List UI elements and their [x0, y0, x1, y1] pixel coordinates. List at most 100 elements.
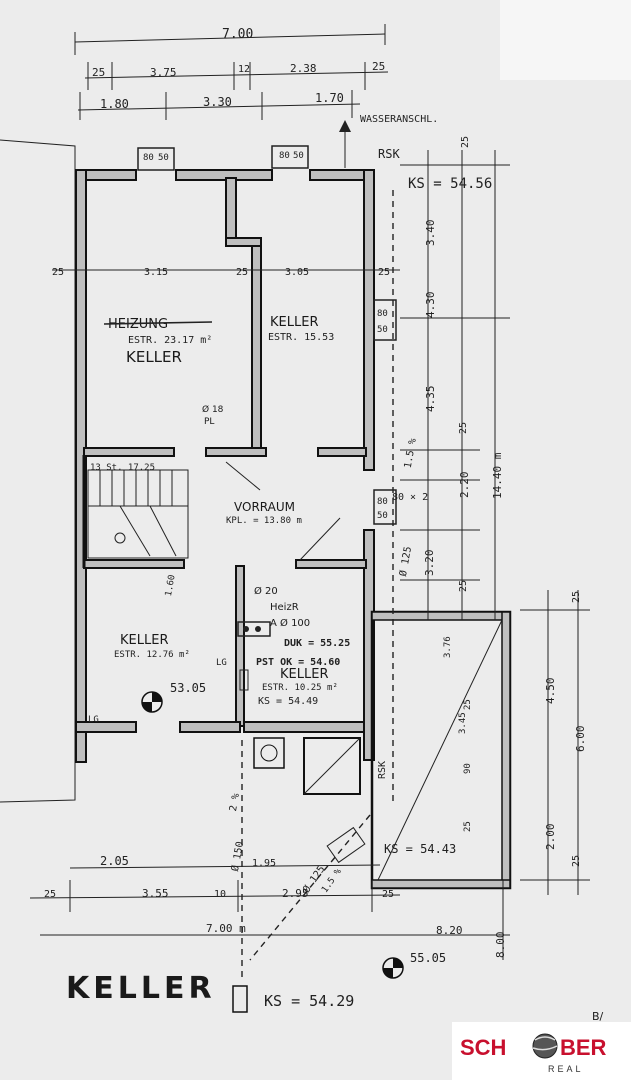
svg-text:PL: PL [204, 417, 214, 427]
svg-text:REAL: REAL [548, 1064, 584, 1074]
ks-top-label: KS = 54.56 [408, 176, 492, 192]
schober-real-logo: SCH BER REAL [452, 1022, 631, 1080]
dim-row3-2: 1.70 [315, 91, 344, 105]
svg-text:2.00: 2.00 [544, 824, 557, 851]
svg-text:2 %: 2 % [228, 793, 242, 813]
svg-text:DUK = 55.25: DUK = 55.25 [284, 638, 350, 649]
svg-text:1.60: 1.60 [164, 574, 178, 597]
svg-text:3.40: 3.40 [424, 220, 437, 247]
svg-text:80: 80 [279, 151, 290, 161]
dim-row2-0: 25 [92, 66, 105, 79]
paper-corner [500, 0, 631, 80]
svg-text:2.20: 2.20 [458, 472, 471, 499]
heizung-label: HEIZUNG [108, 317, 168, 332]
svg-text:1.95: 1.95 [252, 858, 276, 869]
svg-text:Ø 150: Ø 150 [229, 841, 246, 873]
dim-row2-2: 12 [238, 64, 250, 75]
svg-text:55.05: 55.05 [410, 951, 446, 965]
svg-text:80: 80 [377, 497, 388, 507]
svg-text:80 × 2: 80 × 2 [392, 492, 428, 503]
svg-text:50: 50 [293, 151, 304, 161]
svg-text:53.05: 53.05 [170, 681, 206, 695]
dim-row3-1: 3.30 [203, 95, 232, 109]
dim-row2-3: 2.38 [290, 62, 317, 75]
dim-row3-0: 1.80 [100, 97, 129, 111]
svg-text:6.00: 6.00 [574, 726, 587, 753]
ks-mid-label: KS = 54.43 [384, 842, 456, 856]
svg-text:25: 25 [571, 855, 582, 867]
svg-text:25: 25 [378, 267, 390, 278]
svg-text:LG: LG [88, 715, 99, 725]
technical-annotations: Ø 18 PL 1.5 % 80 × 2 Ø 125 Ø 20 HeizR A … [88, 404, 428, 725]
keller-se-ks: KS = 54.49 [258, 696, 318, 707]
svg-text:80: 80 [143, 153, 154, 163]
svg-text:25: 25 [463, 699, 473, 710]
svg-text:25: 25 [52, 267, 64, 278]
keller-ne-label: KELLER [270, 315, 318, 330]
keller-ne-estr: ESTR. 15.53 [268, 332, 334, 343]
svg-text:25: 25 [460, 136, 471, 148]
dim-row2-4: 25 [372, 60, 385, 73]
svg-text:50: 50 [158, 153, 169, 163]
svg-text:10: 10 [214, 889, 226, 900]
svg-text:4.50: 4.50 [544, 678, 557, 705]
svg-text:Ø 18: Ø 18 [202, 404, 224, 415]
svg-text:80: 80 [377, 309, 388, 319]
room-heizung: HEIZUNG ESTR. 23.17 m² KELLER [103, 317, 212, 366]
svg-text:2.95: 2.95 [282, 887, 309, 900]
svg-text:14.40 m: 14.40 m [491, 452, 504, 499]
svg-text:8.00: 8.00 [494, 932, 507, 959]
level-marker-bottom: 55.05 [382, 951, 446, 979]
right-windows: 80 50 80 50 [373, 299, 397, 525]
svg-text:25: 25 [571, 591, 582, 603]
svg-text:8.20: 8.20 [436, 924, 463, 937]
svg-text:HeizR: HeizR [270, 602, 299, 613]
svg-text:BER: BER [560, 1035, 607, 1060]
room-vorraum: VORRAUM KPL. = 13.80 m [225, 461, 341, 561]
room-keller-se: KELLER ESTR. 10.25 m² KS = 54.49 [258, 667, 338, 707]
keller-sw-label: KELLER [120, 633, 168, 648]
svg-text:Ø 20: Ø 20 [254, 585, 278, 597]
room-keller-ne: KELLER ESTR. 15.53 [268, 315, 334, 343]
svg-text:25: 25 [382, 889, 394, 900]
keller-se-estr: ESTR. 10.25 m² [262, 683, 338, 693]
svg-text:Ø 125: Ø 125 [397, 546, 414, 578]
svg-text:2.05: 2.05 [100, 854, 129, 868]
svg-text:1.5 %: 1.5 % [403, 438, 419, 470]
svg-text:25: 25 [463, 821, 473, 832]
svg-text:25: 25 [44, 889, 56, 900]
annex: KS = 54.43 RSK 3.76 3.45 25 90 25 [303, 610, 512, 890]
ks-bottom-shaft [232, 985, 248, 1013]
stairs: 13 St. 17.25 [87, 463, 189, 559]
svg-text:4.30: 4.30 [424, 292, 437, 319]
water-connection: WASSERANSCHL. RSK KS = 54.56 [339, 114, 492, 192]
top-dimension-lines: 7.00 25 3.75 12 2.38 25 1.80 3.30 1.70 [74, 24, 389, 120]
vorraum-sub: KPL. = 13.80 m [226, 516, 302, 526]
svg-text:3.76: 3.76 [443, 636, 453, 658]
svg-text:4.35: 4.35 [424, 386, 437, 413]
bottom-dimension-lines: 2.05 25 3.55 10 2.95 25 7.00 m 8.20 8.00 [29, 854, 510, 960]
outer-walls [75, 169, 375, 763]
svg-text:A Ø 100: A Ø 100 [270, 617, 310, 629]
svg-text:50: 50 [377, 325, 388, 335]
top-windows: 80 50 80 50 [137, 145, 309, 171]
svg-text:3.55: 3.55 [142, 887, 169, 900]
keller-se-label: KELLER [280, 667, 328, 682]
svg-text:25: 25 [236, 267, 248, 278]
svg-text:90: 90 [463, 763, 473, 774]
room-keller-sw: KELLER ESTR. 12.76 m² [114, 633, 190, 660]
keller-sw-estr: ESTR. 12.76 m² [114, 650, 190, 660]
heizung-new-label: KELLER [126, 348, 182, 366]
heizung-estr: ESTR. 23.17 m² [128, 335, 212, 346]
svg-text:3.05: 3.05 [285, 267, 309, 278]
svg-text:3.45: 3.45 [458, 712, 468, 734]
vorraum-label: VORRAUM [234, 500, 295, 514]
svg-text:RSK: RSK [377, 761, 388, 779]
svg-text:LG: LG [216, 658, 227, 668]
svg-text:25: 25 [458, 422, 469, 434]
corner-text: B/ [592, 1010, 604, 1023]
svg-text:3.20: 3.20 [423, 550, 436, 577]
dim-overall-top: 7.00 [222, 27, 253, 42]
